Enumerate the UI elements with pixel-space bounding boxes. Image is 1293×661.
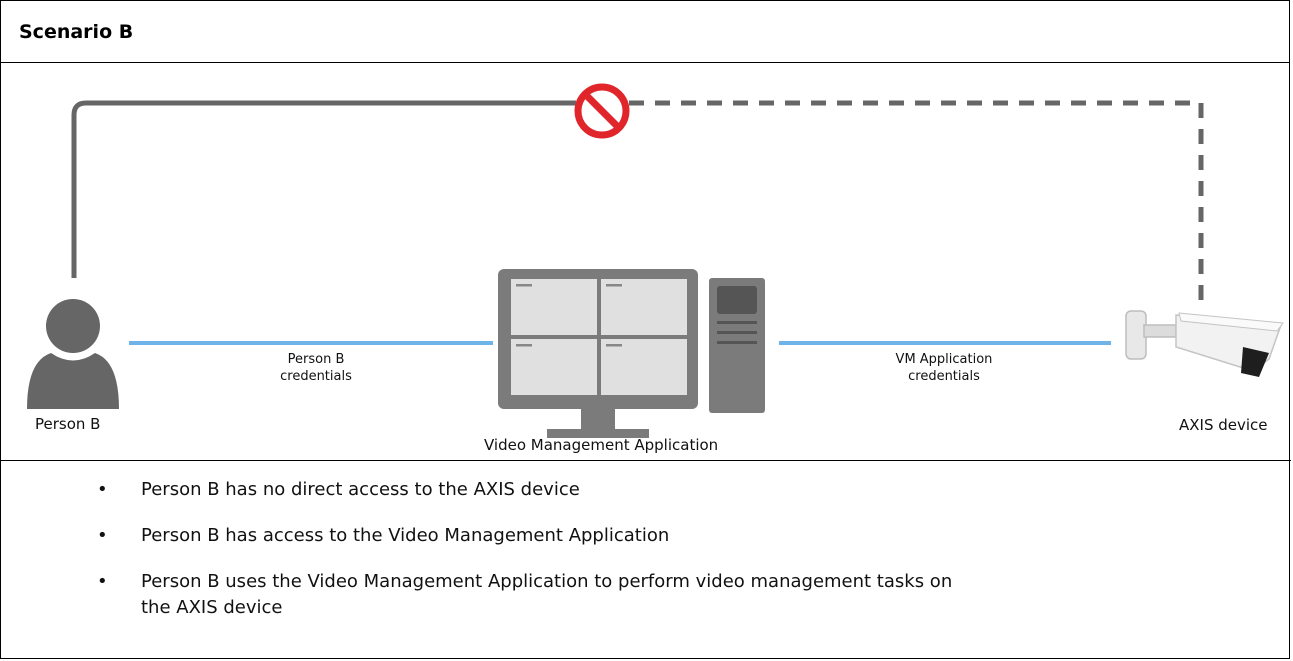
- bullet-marker: •: [97, 525, 108, 546]
- direct-access-path-solid: [71, 100, 576, 278]
- computer-workstation-icon: [498, 269, 765, 438]
- vma-device-edge-label-line1: VM Application: [895, 352, 993, 367]
- person-icon: [27, 299, 119, 409]
- direct-access-path-dashed: [629, 100, 1204, 308]
- diagram-panel: Person B Video Management Application AX…: [1, 63, 1291, 461]
- vma-device-edge-label: VM Application credentials: [869, 351, 1019, 385]
- person-vma-edge-label-line2: credentials: [280, 369, 352, 384]
- bullet-list: • Person B has no direct access to the A…: [1, 463, 1289, 658]
- access-diagram: [27, 83, 1284, 438]
- list-item-text: Person B uses the Video Management Appli…: [141, 571, 953, 618]
- person-label: Person B: [35, 415, 101, 433]
- list-item-text: Person B has no direct access to the AXI…: [141, 479, 580, 500]
- device-label: AXIS device: [1179, 416, 1268, 434]
- bullet-marker: •: [97, 571, 108, 592]
- scenario-title: Scenario B: [19, 21, 134, 43]
- security-camera-icon: [1125, 310, 1284, 377]
- person-vma-edge-label: Person B credentials: [241, 351, 391, 385]
- person-vma-edge-label-line1: Person B: [287, 352, 345, 367]
- list-item-text: Person B has access to the Video Managem…: [141, 525, 670, 546]
- bullet-marker: •: [97, 479, 108, 500]
- vma-device-edge-label-line2: credentials: [908, 369, 980, 384]
- table-header: Scenario B: [1, 1, 1289, 63]
- vma-label: Video Management Application: [484, 436, 719, 454]
- prohibited-icon: [574, 83, 630, 139]
